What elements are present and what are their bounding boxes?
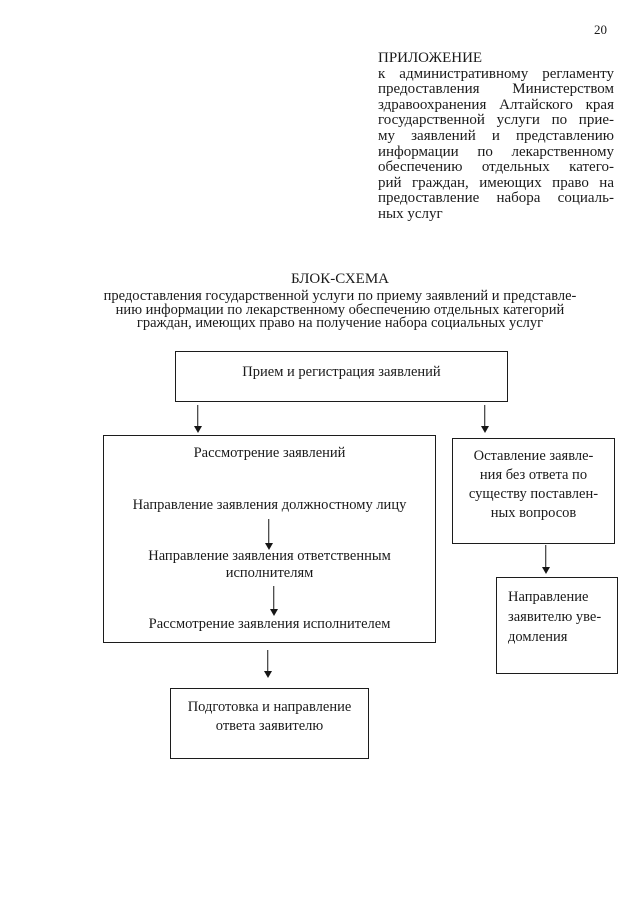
flow-arrow-intake-to-review bbox=[193, 405, 202, 433]
notice-line: заявителю уве- bbox=[508, 609, 602, 625]
arrow-shaft bbox=[483, 405, 486, 428]
appendix-line: предоставления Министерством bbox=[378, 81, 614, 98]
flow-arrow-executors-to-executor-review bbox=[269, 586, 278, 616]
appendix-line: обеспечению отдельных катего- bbox=[378, 159, 614, 176]
arrow-shaft bbox=[266, 650, 269, 673]
flow-arrow-leave-to-notice bbox=[541, 545, 550, 574]
arrow-down-icon bbox=[480, 426, 489, 433]
leave-line: Оставление заявле- bbox=[473, 448, 594, 464]
schema-title-block: БЛОК-СХЕМА предоставления государственно… bbox=[50, 271, 630, 332]
appendix-line: рий граждан, имеющих право на bbox=[378, 174, 614, 191]
arrow-down-icon bbox=[193, 426, 202, 433]
schema-subtitle-line: граждан, имеющих право на получение набо… bbox=[136, 315, 544, 332]
flow-box-leave-unanswered: Оставление заявле- ния без ответа по сущ… bbox=[452, 438, 615, 544]
flow-arrow-intake-to-leave bbox=[480, 405, 489, 433]
review-step-official: Направление заявления должностному лицу bbox=[132, 497, 407, 513]
review-step-executors-line: исполнителям bbox=[225, 564, 314, 581]
arrow-down-icon bbox=[264, 543, 273, 550]
answer-line: ответа заявителю bbox=[215, 718, 324, 734]
review-step-executors: Направление заявления ответственным испо… bbox=[104, 548, 435, 581]
intake-label: Прием и регистрация заявлений bbox=[242, 363, 441, 380]
appendix-heading-block: ПРИЛОЖЕНИЕ к административному регламент… bbox=[378, 50, 614, 223]
page-number: 20 bbox=[594, 22, 607, 37]
arrow-shaft bbox=[267, 519, 270, 545]
schema-subtitle-line: предоставления государственной услуги по… bbox=[103, 287, 577, 304]
appendix-title: ПРИЛОЖЕНИЕ bbox=[378, 50, 483, 66]
arrow-down-icon bbox=[541, 567, 550, 574]
review-step-executors-line: Направление заявления ответственным bbox=[148, 548, 391, 564]
review-step-executor-review: Рассмотрение заявления исполнителем bbox=[148, 616, 391, 632]
schema-title: БЛОК-СХЕМА bbox=[290, 271, 390, 287]
appendix-line: государственной услуги по прие- bbox=[378, 112, 614, 129]
notice-line: Направление bbox=[508, 589, 589, 605]
flow-arrow-official-to-executors bbox=[264, 519, 273, 550]
appendix-line: здравоохранения Алтайского края bbox=[378, 96, 614, 113]
flow-box-intake: Прием и регистрация заявлений bbox=[175, 351, 508, 402]
appendix-line: к административному регламенту bbox=[378, 65, 614, 82]
arrow-shaft bbox=[196, 405, 199, 428]
flow-arrow-review-to-answer bbox=[263, 650, 272, 678]
arrow-down-icon bbox=[269, 609, 278, 616]
review-title: Рассмотрение заявлений bbox=[193, 445, 346, 461]
flow-box-answer: Подготовка и направление ответа заявител… bbox=[170, 688, 369, 759]
appendix-line: предоставление набора социаль- bbox=[378, 190, 614, 207]
leave-line: существу поставлен- bbox=[468, 486, 599, 502]
flow-box-review: Рассмотрение заявлений Направление заявл… bbox=[103, 435, 436, 643]
appendix-line: ных услуг bbox=[378, 205, 443, 222]
arrow-shaft bbox=[544, 545, 547, 569]
leave-line: ных вопросов bbox=[490, 505, 577, 521]
arrow-shaft bbox=[272, 586, 275, 611]
appendix-line: информации по лекарственному bbox=[378, 143, 614, 160]
appendix-line: му заявлений и представлению bbox=[378, 127, 614, 144]
leave-line: ния без ответа по bbox=[479, 467, 588, 483]
notice-line: домления bbox=[508, 629, 568, 645]
flow-box-notice: Направление заявителю уве- домления bbox=[496, 577, 618, 674]
arrow-down-icon bbox=[263, 671, 272, 678]
schema-subtitle-line: нию информации по лекарственному обеспеч… bbox=[115, 301, 565, 318]
answer-line: Подготовка и направление bbox=[187, 699, 352, 715]
